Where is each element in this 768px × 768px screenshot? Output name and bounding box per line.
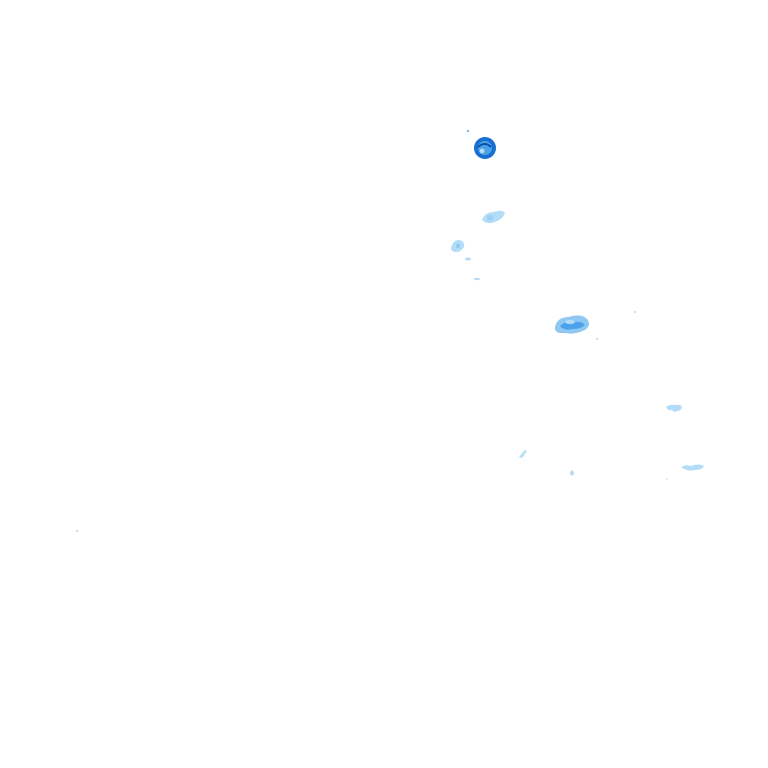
precipitation-cell-heavy [474,137,496,159]
precipitation-cell-light [666,404,682,412]
precipitation-cell-light [681,464,704,471]
precipitation-speck [666,478,668,480]
precipitation-cell-moderate [554,315,590,334]
precipitation-speck [570,470,574,476]
precipitation-speck [634,311,636,313]
precipitation-speck [467,130,469,132]
precipitation-speck [465,257,471,261]
precipitation-cell-light [451,240,465,252]
precipitation-cell-light [482,210,505,224]
precipitation-speck [596,338,598,340]
precipitation-speck [474,277,480,281]
precipitation-cell-light [519,450,527,458]
precipitation-speck [76,530,78,532]
